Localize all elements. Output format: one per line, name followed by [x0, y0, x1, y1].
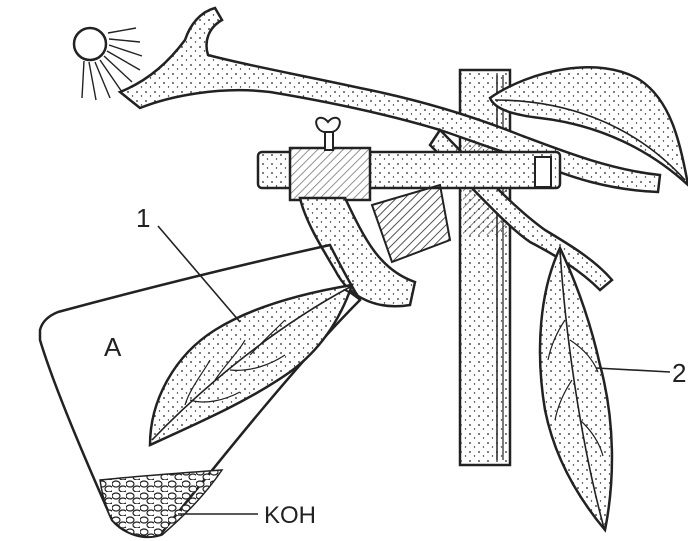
- label-koh: KOH: [264, 502, 316, 529]
- label-2: 2: [672, 358, 686, 388]
- leaf-1: [150, 285, 360, 445]
- label-1: 1: [136, 203, 150, 233]
- koh-layer: [100, 470, 222, 537]
- label-a: A: [104, 332, 122, 362]
